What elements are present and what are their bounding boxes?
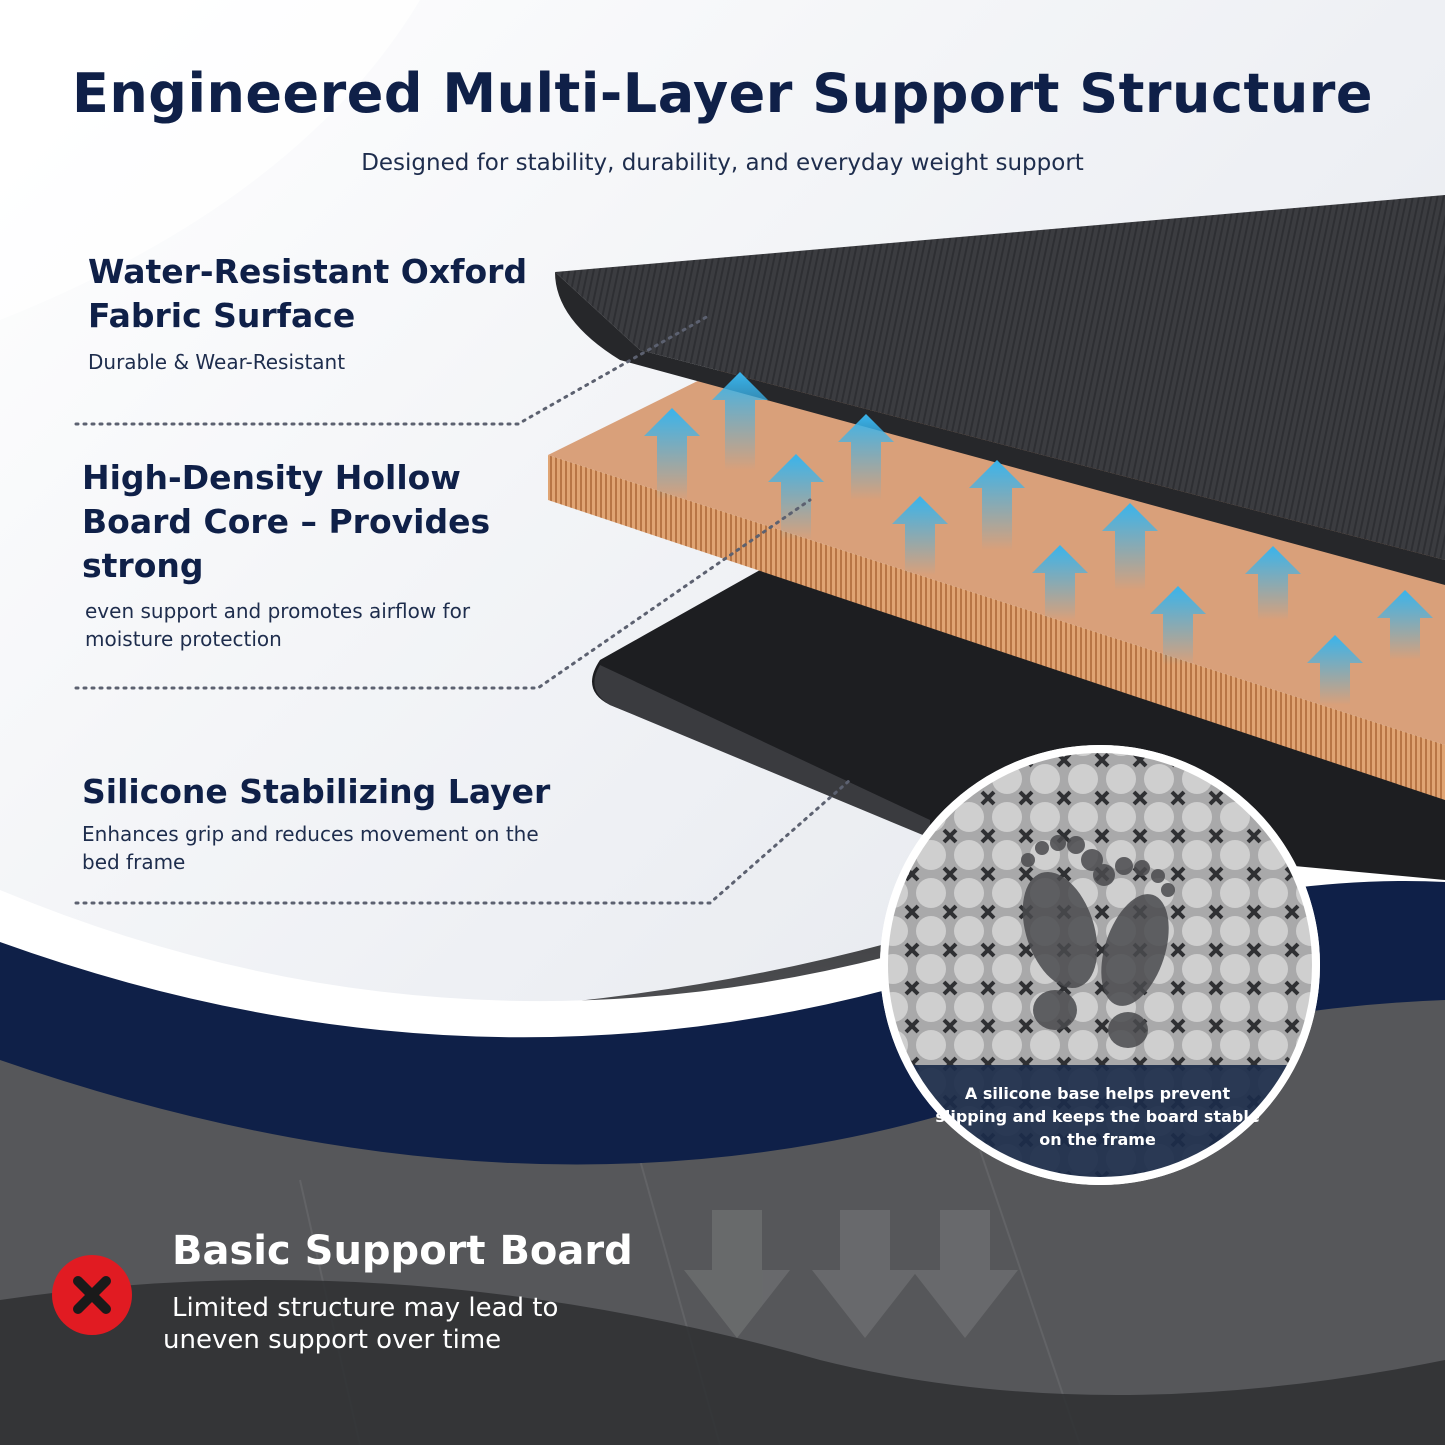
- layer-2-title: High-Density Hollow Board Core – Provide…: [82, 458, 491, 585]
- layer-1-desc: Durable & Wear-Resistant: [88, 350, 346, 374]
- page-title: Engineered Multi-Layer Support Structure: [71, 62, 1374, 125]
- basic-board-panel: [0, 1280, 1445, 1445]
- layer-3-title: Silicone Stabilizing Layer: [82, 772, 551, 811]
- basic-board-title: Basic Support Board: [172, 1228, 633, 1274]
- basic-board-desc: Limited structure may lead to uneven sup…: [163, 1293, 559, 1355]
- hollow-core-top: [548, 360, 1445, 745]
- layer-3-desc: Enhances grip and reduces movement on th…: [82, 822, 539, 874]
- layer-2-desc: even support and promotes airflow for mo…: [85, 599, 471, 651]
- oxford-fabric-edge: [555, 272, 1445, 585]
- silicone-callout-text: A silicone base helps prevent slipping a…: [935, 1084, 1260, 1149]
- hollow-core-edge: [548, 455, 1445, 800]
- leader-lines: [74, 313, 852, 905]
- x-circle-icon: [52, 1255, 132, 1335]
- page-subtitle: Designed for stability, durability, and …: [361, 150, 1084, 176]
- footprint-icon: [1021, 835, 1175, 1048]
- oxford-fabric-top: [555, 195, 1445, 560]
- airflow-arrows: [644, 372, 1433, 705]
- layer-1-title: Water-Resistant Oxford Fabric Surface: [88, 252, 528, 335]
- down-arrows: [684, 1210, 1018, 1338]
